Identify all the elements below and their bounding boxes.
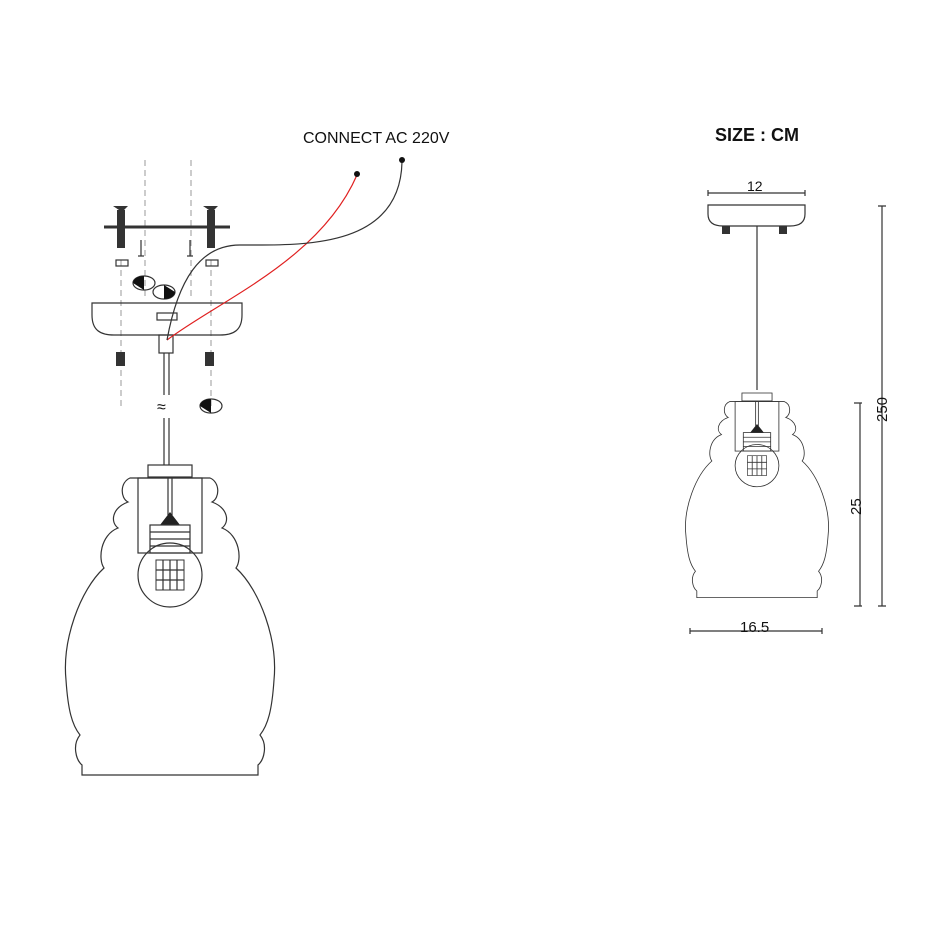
- lamp-shade: [64, 464, 276, 776]
- unit-label: SIZE : CM: [715, 125, 799, 145]
- rotate-arrow-icon: [132, 275, 223, 414]
- shade-width-label: 16.5: [740, 619, 769, 636]
- wiring-label: CONNECT AC 220V: [303, 130, 450, 147]
- canopy-width-label: 12: [747, 178, 763, 194]
- screw-icon: [138, 240, 193, 257]
- neutral-wire: [166, 161, 403, 341]
- bolt-icon: [113, 206, 218, 248]
- live-wire: [166, 174, 358, 341]
- svg-text:≈: ≈: [157, 399, 166, 416]
- shade-height-label: 25: [848, 498, 865, 515]
- ceiling-canopy: [91, 302, 243, 336]
- dimension-diagram: SIZE : CM 12 250 25 16.5: [685, 125, 891, 636]
- lamp-shade-small: [685, 392, 829, 599]
- total-height-label: 250: [874, 397, 891, 422]
- installation-diagram: ≈ CONNECT AC 220V: [64, 130, 450, 776]
